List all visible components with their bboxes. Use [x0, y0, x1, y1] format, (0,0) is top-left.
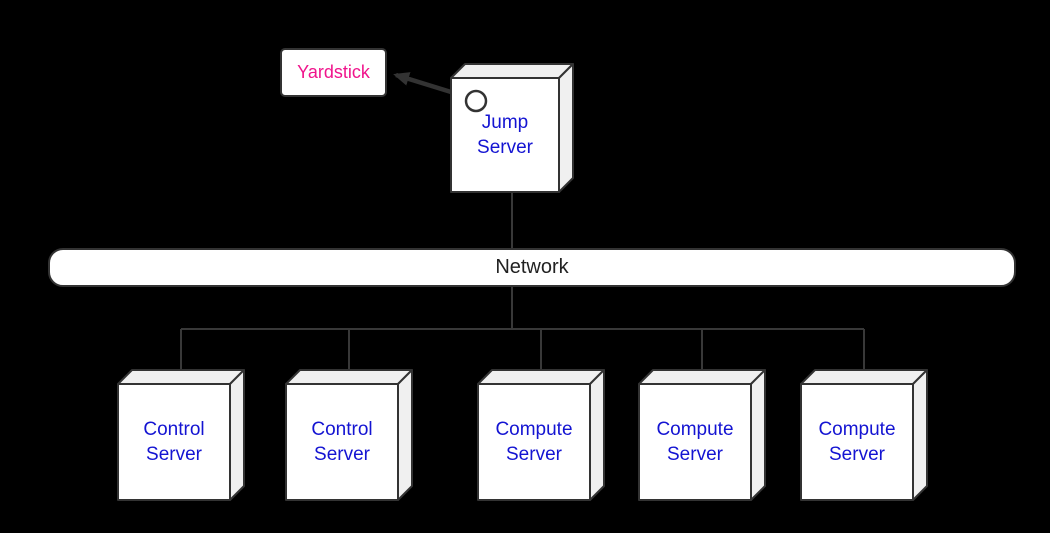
box-front-face	[285, 383, 399, 501]
compute-server-node-2: Compute Server	[638, 369, 766, 501]
server-label: Compute Server	[818, 419, 896, 465]
server-label: Compute Server	[656, 419, 734, 465]
box-front-face	[117, 383, 231, 501]
box-top-face	[477, 369, 605, 385]
box-front-face	[800, 383, 914, 501]
control-server-node-1: Control Server	[117, 369, 245, 501]
box-top-face	[638, 369, 766, 385]
server-label: Control Server	[143, 419, 205, 465]
box-top-face	[117, 369, 245, 385]
box-right-face	[558, 63, 574, 193]
box-3d-shape	[477, 369, 605, 501]
port-circle	[464, 89, 488, 113]
box-top-face	[285, 369, 413, 385]
box-right-face	[912, 369, 928, 501]
network-label: Network	[495, 256, 569, 278]
box-3d-shape	[638, 369, 766, 501]
compute-server-node-3: Compute Server	[800, 369, 928, 501]
box-top-face	[800, 369, 928, 385]
box-top-face	[450, 63, 574, 79]
server-label: Compute Server	[495, 419, 573, 465]
server-label: Control Server	[311, 419, 373, 465]
box-right-face	[229, 369, 245, 501]
box-right-face	[750, 369, 766, 501]
jump-server-label: Jump Server	[477, 112, 533, 158]
box-right-face	[589, 369, 605, 501]
control-server-node-2: Control Server	[285, 369, 413, 501]
network-bus: Network	[48, 248, 1016, 287]
box-3d-shape	[450, 63, 574, 193]
yardstick-note: Yardstick	[280, 48, 387, 97]
jump-server-node: Jump Server	[450, 63, 574, 193]
box-3d-shape	[800, 369, 928, 501]
yardstick-label: Yardstick	[297, 62, 370, 82]
box-3d-shape	[285, 369, 413, 501]
box-3d-shape	[117, 369, 245, 501]
compute-server-node-1: Compute Server	[477, 369, 605, 501]
box-front-face	[638, 383, 752, 501]
box-front-face	[477, 383, 591, 501]
box-right-face	[397, 369, 413, 501]
